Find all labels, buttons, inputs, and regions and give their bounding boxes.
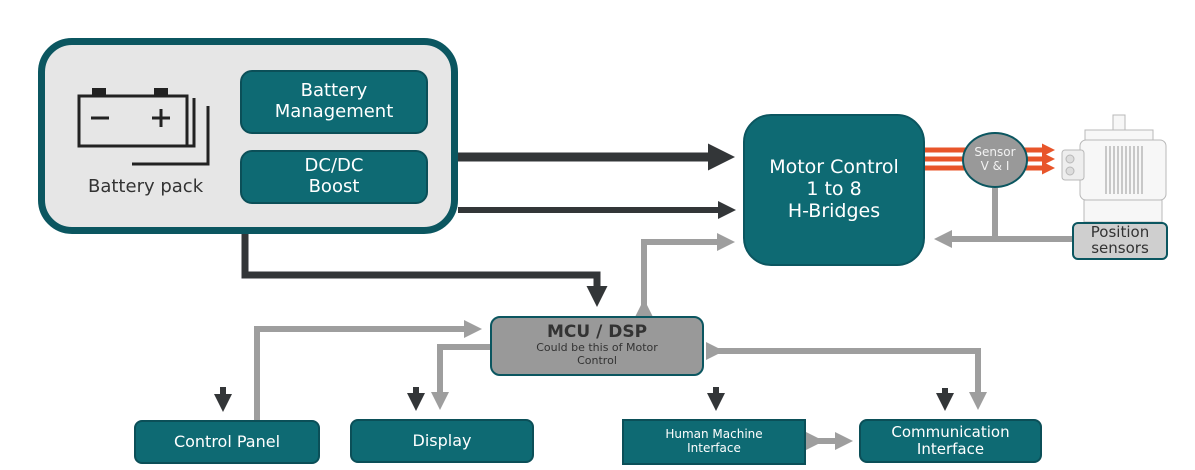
battery-management-label: Battery Management <box>274 80 394 122</box>
signal-arrow-panel-to-mcu <box>254 320 482 420</box>
motor-control-block: Motor Control 1 to 8 H-Bridges <box>743 114 925 266</box>
display-block: Display <box>350 419 534 463</box>
signal-arrow-mcu-to-motor <box>635 233 735 317</box>
control-panel-label: Control Panel <box>173 431 281 451</box>
mcu-subtitle: Could be this of Motor Control <box>536 341 658 367</box>
battery-stack-icon <box>77 88 210 166</box>
display-label: Display <box>412 430 472 450</box>
motor-control-label: Motor Control 1 to 8 H-Bridges <box>769 156 899 222</box>
position-sensors-block: Position sensors <box>1072 222 1168 260</box>
power-arrow-to-mcu <box>241 234 608 307</box>
dcdc-boost-block: DC/DC Boost <box>240 150 428 204</box>
communication-interface-label: Communication Interface <box>891 422 1010 458</box>
control-panel-block: Control Panel <box>134 420 320 464</box>
electric-motor-icon <box>1061 114 1167 223</box>
mcu-dsp-block: MCU / DSP Could be this of Motor Control <box>490 316 704 376</box>
sensor-vi-node: Sensor V & I <box>962 132 1028 188</box>
hmi-label: Human Machine Interface <box>665 427 763 455</box>
signal-arrow-mcu-comm <box>706 342 987 410</box>
hmi-block: Human Machine Interface <box>622 419 806 465</box>
dcdc-boost-label: DC/DC Boost <box>304 155 364 197</box>
communication-interface-block: Communication Interface <box>859 419 1042 463</box>
battery-pack-label: Battery pack <box>88 176 204 197</box>
battery-management-block: Battery Management <box>240 70 428 134</box>
signal-arrow-mcu-to-display <box>431 344 490 410</box>
mcu-title: MCU / DSP <box>546 322 648 343</box>
